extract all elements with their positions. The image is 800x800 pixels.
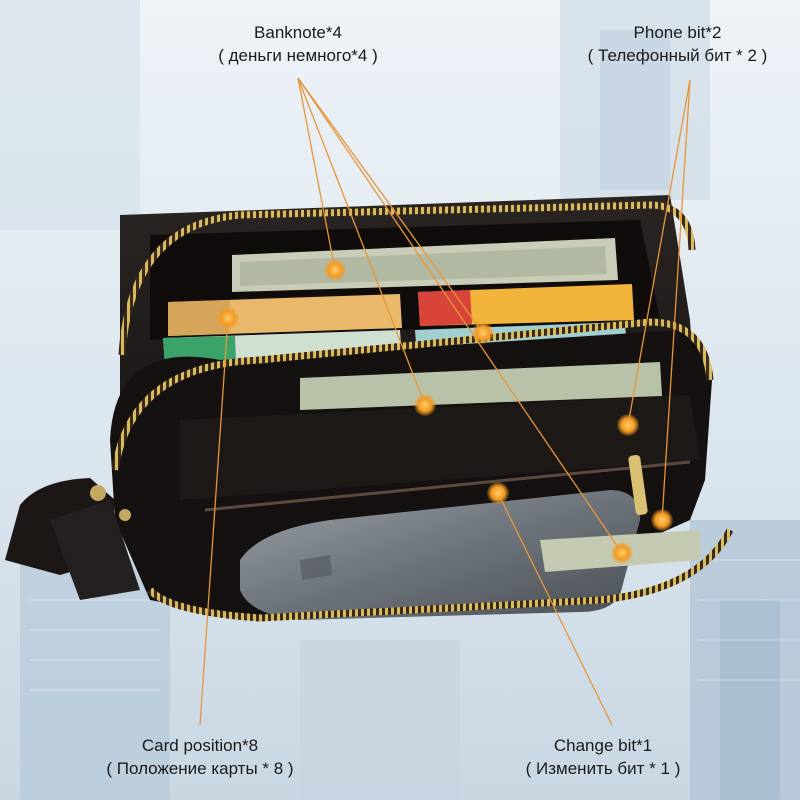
change-dot	[487, 482, 509, 504]
banknote-dot	[324, 259, 346, 281]
phone-dot	[651, 509, 673, 531]
phone-dot	[617, 414, 639, 436]
card-title: Card position*8	[141, 736, 259, 755]
banknote-dot	[611, 542, 633, 564]
banknote-title: Banknote*4	[254, 23, 342, 42]
leader-lines	[199, 77, 691, 726]
banknote-subtitle: ( деньги немного*4 )	[218, 45, 378, 65]
phone-subtitle: ( Телефонный бит * 2 )	[587, 45, 768, 65]
change-subtitle: ( Изменить бит * 1 )	[525, 758, 681, 778]
phone	[240, 490, 640, 620]
card-dot	[217, 307, 239, 329]
banknote-label: Banknote*4 ( деньги немного*4 )	[198, 22, 398, 68]
phone-label: Phone bit*2 ( Телефонный бит * 2 )	[570, 22, 785, 68]
banknote-dot	[472, 322, 494, 344]
card-subtitle: ( Положение карты * 8 )	[106, 758, 294, 778]
change-label: Change bit*1 ( Изменить бит * 1 )	[488, 735, 718, 781]
banknote-dot	[414, 394, 436, 416]
callout-dots	[217, 259, 673, 564]
card-label: Card position*8 ( Положение карты * 8 )	[70, 735, 330, 781]
change-title: Change bit*1	[553, 736, 653, 755]
phone-title: Phone bit*2	[633, 23, 722, 42]
